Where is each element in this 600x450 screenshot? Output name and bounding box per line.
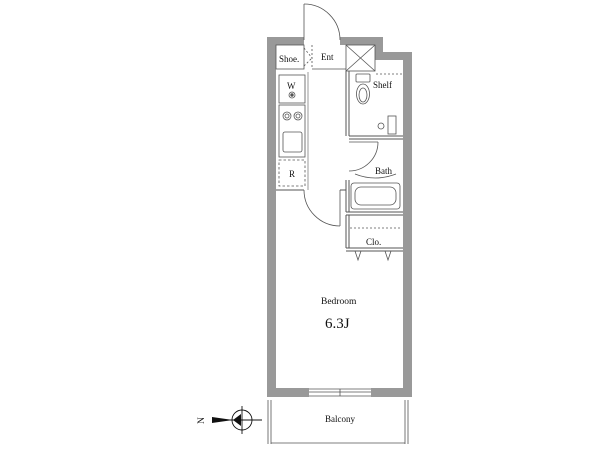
pipe-shaft xyxy=(345,44,376,72)
bathroom xyxy=(348,141,401,210)
wall-top-right xyxy=(340,37,379,45)
bath-door-swing-icon xyxy=(348,141,379,172)
closet-door-right xyxy=(384,250,392,262)
label-bedroom: Bedroom xyxy=(321,297,357,307)
label-balcony: Balcony xyxy=(325,414,355,424)
stove-burners-icon xyxy=(282,111,303,121)
entrance-door-swing-icon xyxy=(303,3,341,41)
interior-walls xyxy=(276,71,403,252)
wall-bottom-left xyxy=(267,388,309,397)
wall-bottom-right xyxy=(371,388,412,397)
label-washer: W xyxy=(287,81,296,91)
kitchen-area xyxy=(278,72,309,190)
washer-drain-icon xyxy=(288,91,296,99)
closet xyxy=(350,227,402,262)
toilet-room xyxy=(348,73,402,136)
kitchen-sink xyxy=(282,131,303,153)
bedroom-door-swing-icon xyxy=(303,189,341,227)
exterior-walls xyxy=(267,37,412,397)
north-compass-icon xyxy=(212,406,262,434)
kitchen-counter xyxy=(278,104,306,158)
pipe-shaft-cross xyxy=(345,44,376,72)
label-shoe: Shoe. xyxy=(279,54,299,64)
label-bath: Bath xyxy=(375,166,392,176)
wall-left xyxy=(267,37,276,397)
label-refrigerator: R xyxy=(289,169,295,179)
wall-step-horizontal xyxy=(375,52,411,60)
wall-right xyxy=(403,52,412,397)
balcony xyxy=(267,400,409,444)
closet-door-left xyxy=(354,250,362,262)
washer-space xyxy=(278,74,306,104)
cabinet-door-dash xyxy=(303,57,313,67)
label-bedroom-size: 6.3J xyxy=(325,316,350,332)
label-north: N xyxy=(197,417,207,424)
wall-step-vertical xyxy=(375,37,383,57)
shoe-cabinet xyxy=(275,44,305,70)
cabinet-door-dash xyxy=(303,47,313,59)
refrigerator-space xyxy=(278,159,306,187)
toilet-icon xyxy=(355,73,371,105)
balcony-window xyxy=(309,388,371,397)
wall-top-left xyxy=(267,37,304,45)
entrance-area xyxy=(275,3,376,72)
bathtub-icon xyxy=(350,182,401,210)
paper-holder xyxy=(377,122,385,130)
bath-wash-line xyxy=(354,173,397,179)
label-entrance: Ent xyxy=(321,52,334,62)
label-closet: Clo. xyxy=(366,237,381,247)
label-shelf: Shelf xyxy=(373,80,392,90)
toilet-sink xyxy=(387,115,397,135)
